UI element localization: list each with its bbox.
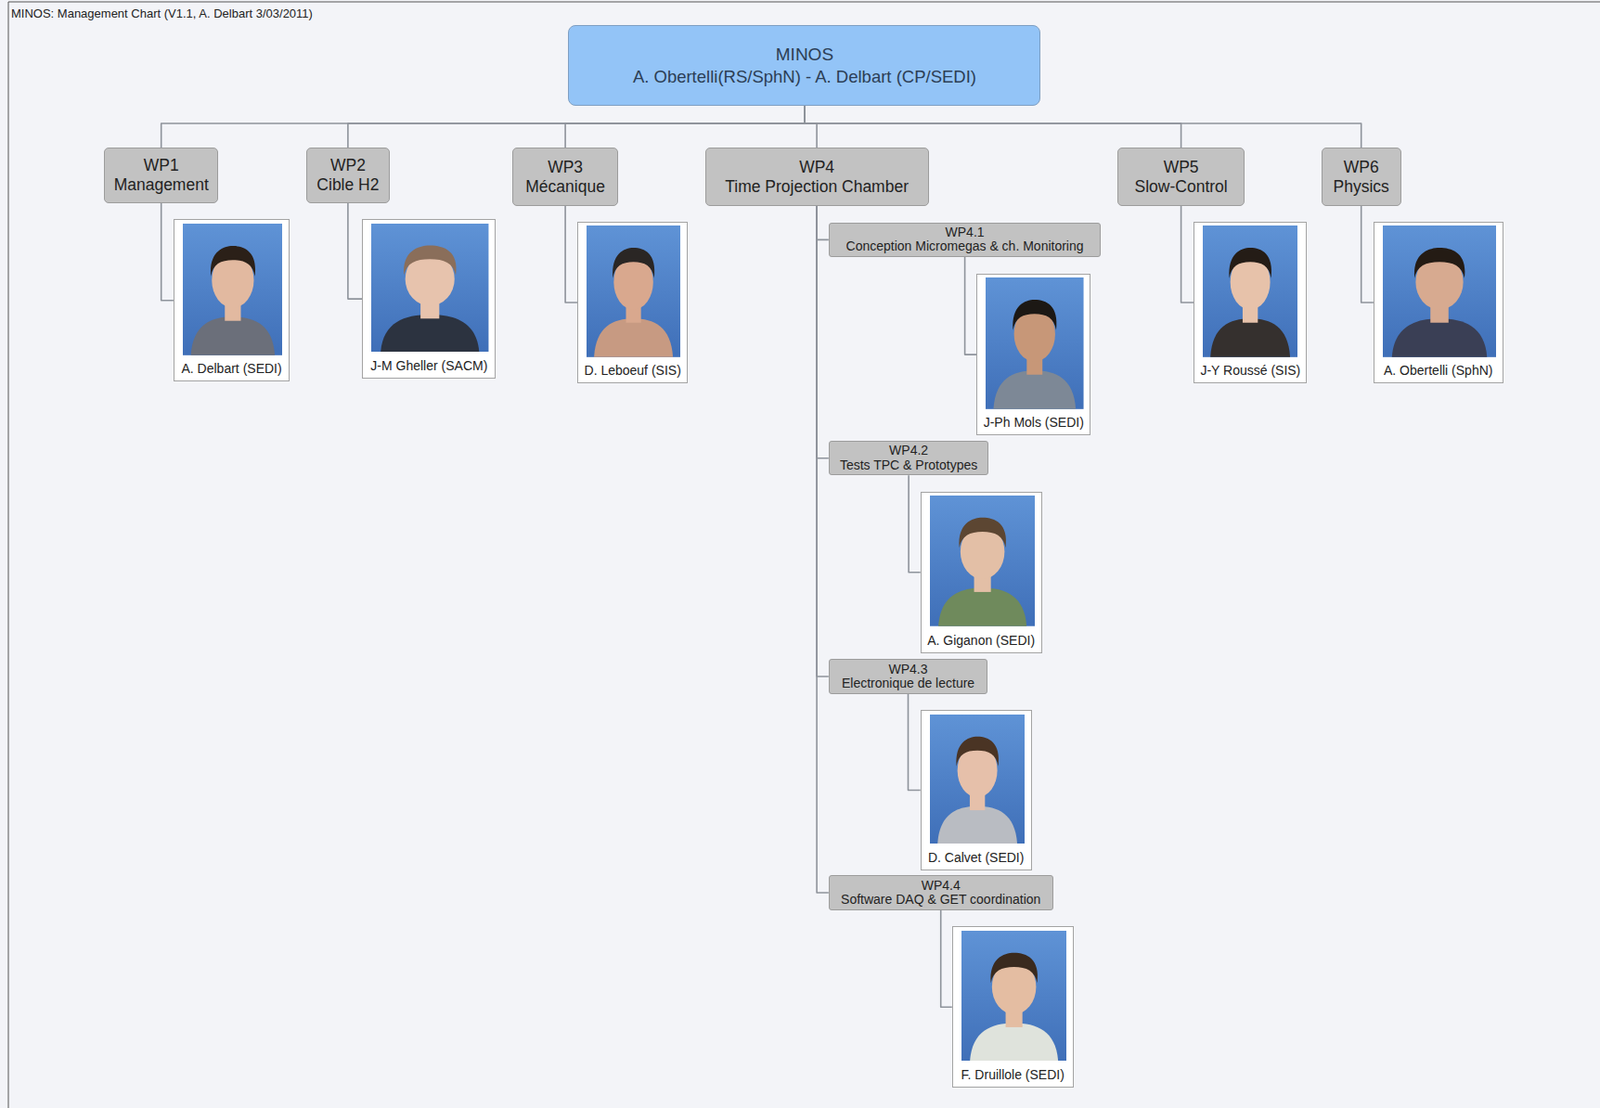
project-box: MINOSA. Obertelli(RS/SphN) - A. Delbart …	[567, 25, 1041, 106]
org-connector	[908, 694, 921, 791]
portrait-photo	[961, 930, 1067, 1062]
org-connector	[161, 105, 805, 148]
org-connector	[816, 206, 829, 240]
person-name: D. Leboeuf (SIS)	[584, 362, 682, 378]
org-connector	[965, 257, 978, 355]
person-card: J-Y Roussé (SIS)	[1193, 221, 1307, 385]
person-card: D. Leboeuf (SIS)	[577, 221, 688, 385]
frame-line	[8, 1, 1600, 1108]
portrait-photo	[1202, 225, 1298, 358]
box-heading: WP4.1	[945, 225, 985, 240]
box-heading: WP3	[547, 157, 583, 178]
box-heading: WP4.4	[921, 878, 961, 893]
org-connector	[908, 475, 921, 573]
portrait-photo	[182, 223, 284, 356]
person-name: A. Giganon (SEDI)	[927, 632, 1035, 648]
person-name: J-Y Roussé (SIS)	[1200, 362, 1301, 378]
person-card: J-M Gheller (SACM)	[361, 219, 496, 379]
portrait-photo	[586, 225, 681, 358]
box-heading: WP6	[1343, 157, 1380, 178]
box-heading: WP1	[143, 155, 180, 176]
work-package-box: WP4.4Software DAQ & GET coordination	[828, 875, 1054, 910]
person-card: A. Delbart (SEDI)	[173, 219, 290, 382]
person-card: A. Obertelli (SphN)	[1373, 221, 1504, 385]
work-package-box: WP4.1Conception Micromegas & ch. Monitor…	[828, 222, 1102, 258]
org-connector	[816, 206, 829, 459]
box-label: Software DAQ & GET coordination	[840, 892, 1041, 907]
box-label: Time Projection Chamber	[724, 177, 909, 197]
box-label: Tests TPC & Prototypes	[839, 458, 978, 473]
org-connector	[804, 105, 817, 148]
portrait-photo	[985, 277, 1084, 410]
work-package-box: WP6Physics	[1321, 147, 1402, 207]
work-package-box: WP3Mécanique	[512, 147, 619, 207]
org-connector	[565, 105, 805, 148]
work-package-box: WP4.3Electronique de lecture	[828, 658, 989, 694]
org-connector	[804, 105, 1362, 148]
portrait-photo	[1382, 225, 1497, 358]
box-heading: WP2	[330, 155, 366, 176]
org-connector	[1361, 206, 1374, 303]
person-card: D. Calvet (SEDI)	[920, 709, 1033, 871]
org-connector	[565, 206, 578, 303]
work-package-box: WP5Slow-Control	[1117, 147, 1245, 207]
box-heading: WP4.3	[889, 662, 929, 677]
work-package-box: WP1Management	[103, 147, 219, 203]
org-connector	[161, 203, 174, 301]
box-label: Slow-Control	[1135, 177, 1228, 197]
org-connector	[816, 206, 829, 893]
org-connector	[348, 203, 362, 299]
person-name: J-M Gheller (SACM)	[370, 358, 488, 374]
person-name: A. Delbart (SEDI)	[181, 361, 283, 376]
chart-title: MINOS: Management Chart (V1.1, A. Delbar…	[11, 6, 313, 21]
org-connector	[348, 105, 805, 148]
box-heading: WP4.2	[889, 443, 929, 458]
box-label: Mécanique	[525, 177, 606, 197]
org-connector	[1181, 206, 1195, 303]
org-connector	[804, 105, 1182, 148]
box-label: A. Obertelli(RS/SphN) - A. Delbart (CP/S…	[632, 65, 977, 89]
work-package-box: WP2Cible H2	[306, 147, 390, 203]
box-label: Management	[114, 175, 209, 195]
person-card: A. Giganon (SEDI)	[920, 491, 1043, 654]
person-card: F. Druillole (SEDI)	[952, 926, 1074, 1088]
box-label: Physics	[1333, 177, 1390, 197]
person-name: A. Obertelli (SphN)	[1383, 362, 1493, 378]
person-name: D. Calvet (SEDI)	[928, 850, 1024, 865]
box-label: Cible H2	[316, 175, 379, 195]
work-package-box: WP4Time Projection Chamber	[705, 147, 930, 207]
person-card: J-Ph Mols (SEDI)	[976, 273, 1091, 437]
work-package-box: WP4.2Tests TPC & Prototypes	[828, 440, 990, 476]
person-name: J-Ph Mols (SEDI)	[983, 414, 1084, 430]
box-heading: WP5	[1163, 157, 1200, 178]
portrait-photo	[371, 223, 489, 353]
org-connector	[816, 206, 829, 677]
box-label: Conception Micromegas & ch. Monitoring	[846, 239, 1084, 254]
portrait-photo	[929, 495, 1035, 627]
box-heading: WP4	[799, 157, 835, 178]
portrait-photo	[929, 714, 1025, 845]
person-name: F. Druillole (SEDI)	[961, 1067, 1065, 1083]
org-connector	[941, 910, 953, 1007]
box-label: Electronique de lecture	[841, 676, 975, 691]
box-heading: MINOS	[775, 43, 834, 67]
